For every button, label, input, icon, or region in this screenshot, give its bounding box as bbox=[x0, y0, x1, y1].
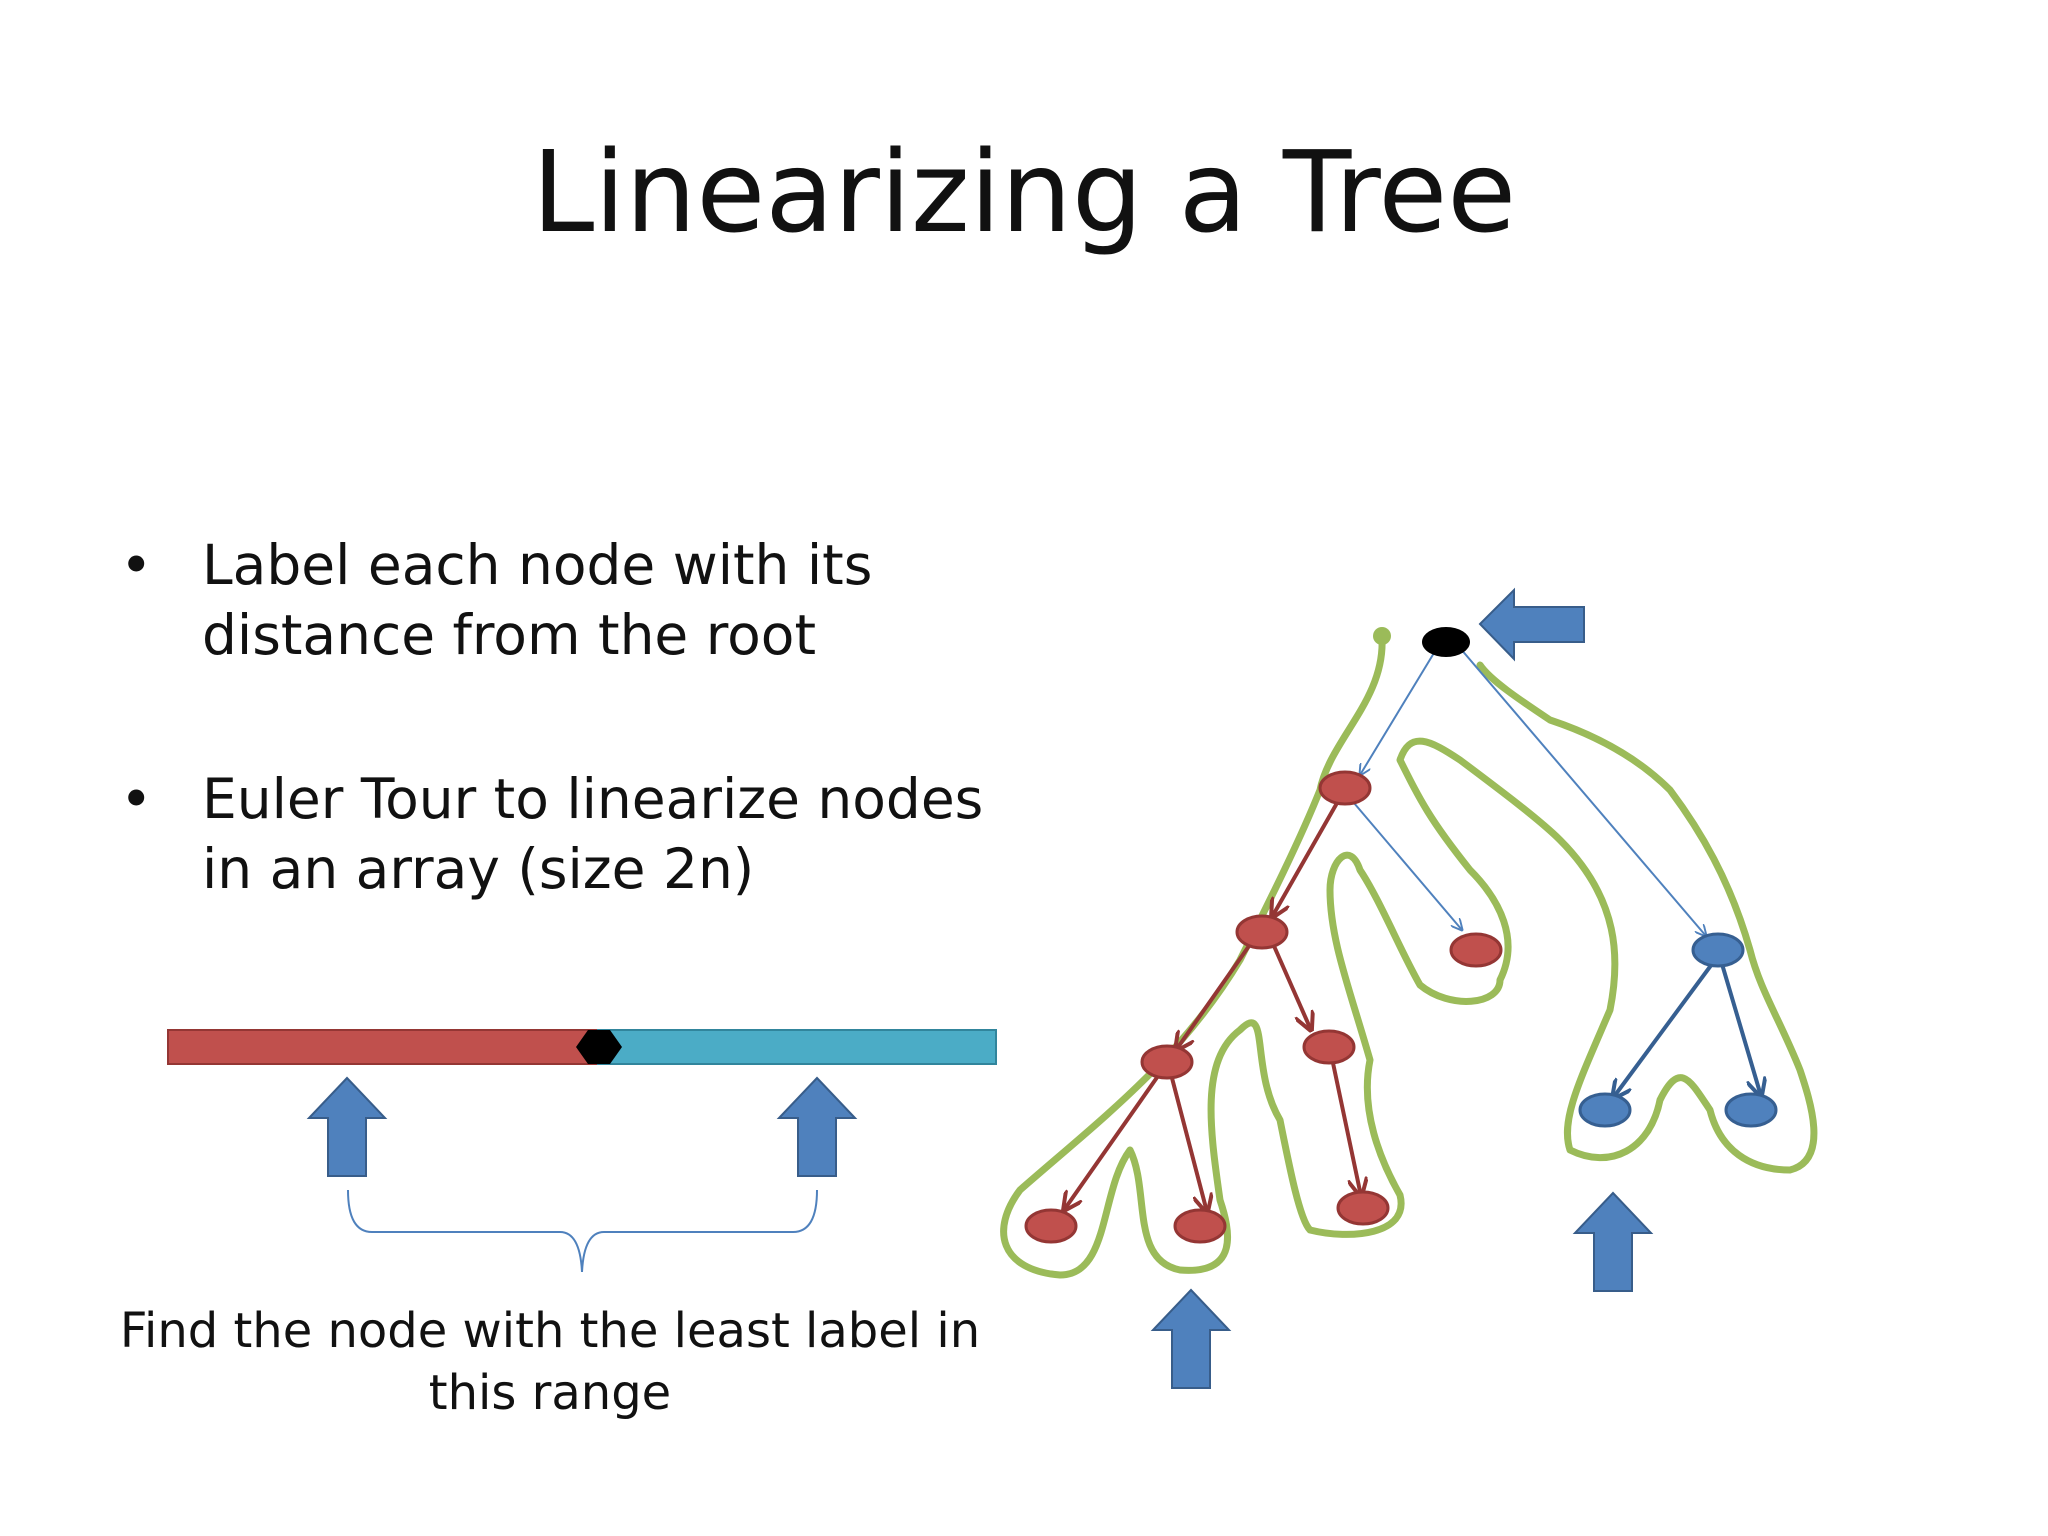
bullet-item-euler: • Euler Tour to linearize nodes in an ar… bbox=[120, 764, 1020, 904]
tree-node-red bbox=[1140, 1044, 1194, 1080]
tree-node-red bbox=[1449, 932, 1503, 968]
bullet-item-label: • Label each node with its distance from… bbox=[120, 530, 1020, 670]
array-root-marker bbox=[576, 1030, 622, 1064]
array-right-segment bbox=[597, 1029, 997, 1065]
tree-edge bbox=[1272, 802, 1339, 917]
tree-node-red bbox=[1302, 1029, 1356, 1065]
tree-edge bbox=[1272, 945, 1311, 1030]
tour-start-dot bbox=[1373, 627, 1391, 645]
tree-edge bbox=[1331, 1062, 1361, 1196]
tree-node-red bbox=[1318, 770, 1372, 806]
array-left-segment bbox=[167, 1029, 599, 1065]
tree-edge bbox=[1613, 962, 1714, 1098]
pointer-arrow-left bbox=[1478, 587, 1585, 662]
tree-edge bbox=[1176, 944, 1251, 1050]
tree-node-blue bbox=[1691, 932, 1745, 968]
root-node bbox=[1422, 627, 1470, 657]
range-end-arrow bbox=[776, 1076, 858, 1177]
tree-edge bbox=[1459, 647, 1706, 936]
tree-node-blue bbox=[1578, 1092, 1632, 1128]
bullet-marker: • bbox=[120, 533, 153, 597]
tree-edge bbox=[1064, 1074, 1160, 1210]
tree-node-red bbox=[1235, 914, 1289, 950]
tree-edge bbox=[1353, 802, 1462, 930]
pointer-arrow-up bbox=[1572, 1191, 1654, 1292]
tree-node-red bbox=[1173, 1208, 1227, 1244]
range-brace bbox=[347, 1189, 818, 1273]
range-caption: Find the node with the least label in th… bbox=[119, 1303, 981, 1421]
tree-node-red bbox=[1336, 1190, 1390, 1226]
euler-tour-outline bbox=[1000, 634, 1818, 1279]
range-start-arrow bbox=[306, 1076, 388, 1177]
bullet-list: • Label each node with its distance from… bbox=[120, 530, 1020, 998]
pointer-arrow-up bbox=[1150, 1288, 1232, 1389]
bullet-text: Label each node with its distance from t… bbox=[202, 533, 873, 667]
tree-edge bbox=[1720, 963, 1761, 1096]
tree-edge bbox=[1360, 647, 1438, 775]
slide-title: Linearizing a Tree bbox=[531, 128, 1517, 258]
bullet-text: Euler Tour to linearize nodes in an arra… bbox=[202, 767, 984, 901]
bullet-marker: • bbox=[120, 767, 153, 831]
tree-node-red bbox=[1024, 1208, 1078, 1244]
tree-node-blue bbox=[1724, 1092, 1778, 1128]
tree-edge bbox=[1170, 1077, 1207, 1212]
